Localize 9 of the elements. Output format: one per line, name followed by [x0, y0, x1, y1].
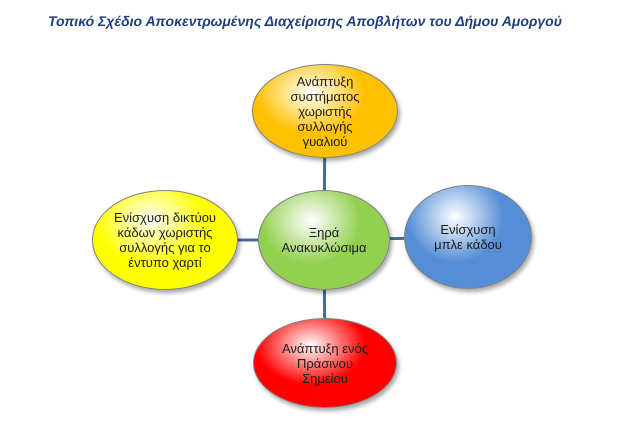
- node-text: Ενίσχυση μπλε κάδου: [433, 222, 503, 252]
- node-text: Ξηρά Ανακυκλώσιμα: [280, 225, 368, 255]
- connector-line: [322, 158, 326, 190]
- connector-line: [390, 236, 404, 240]
- connector-line: [322, 290, 326, 318]
- diagram-title: Τοπικό Σχέδιο Αποκεντρωμένης Διαχείρισης Αποβλήτων του Δήμου Αμοργού: [48, 12, 562, 31]
- node-text: Ενίσχυση δικτύου κάδων χωριστής συλλογής για το έντυπο χαρτί: [112, 210, 218, 270]
- node-text: Ανάπτυξη ενός Πράσινου Σημείου: [280, 340, 370, 386]
- connector-line: [238, 238, 258, 242]
